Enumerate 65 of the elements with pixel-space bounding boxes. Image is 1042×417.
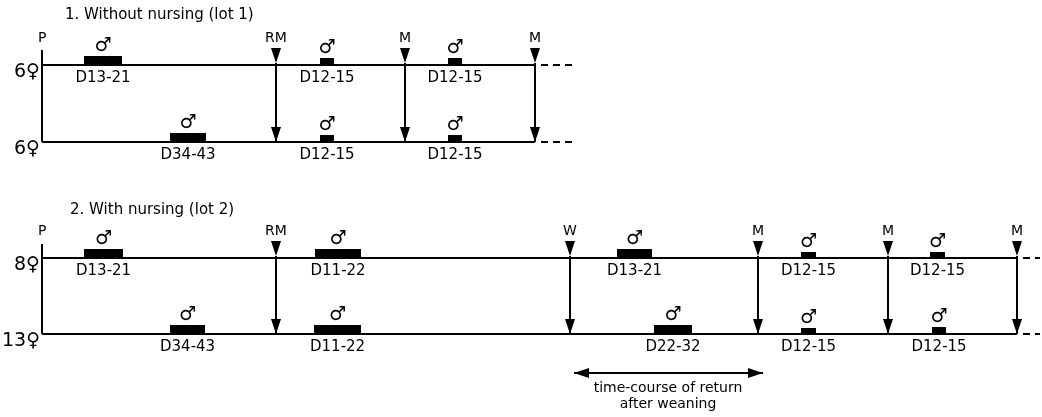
mating-period-bar [448, 58, 462, 65]
marker-label: W [563, 222, 577, 238]
marker-label: P [38, 222, 47, 238]
male-symbol: ♂ [929, 229, 947, 251]
mating-period-bar [170, 325, 205, 334]
male-symbol: ♂ [446, 112, 464, 134]
marker-label: M [752, 222, 765, 238]
annotation-text: time-course of return after weaning [592, 379, 744, 411]
mating-period-bar [932, 327, 946, 334]
day-range-label: D34-43 [160, 145, 216, 163]
day-range-label: D13-21 [607, 261, 663, 279]
male-symbol: ♂ [318, 112, 336, 134]
group-size-label: 13♀ [2, 328, 41, 350]
marker-label: P [38, 29, 47, 45]
day-range-label: D11-22 [310, 261, 366, 279]
mating-period-bar [84, 249, 123, 258]
mating-period-bar [314, 325, 361, 334]
marker-label: M [399, 29, 412, 45]
male-symbol: ♂ [626, 226, 644, 248]
day-range-label: D12-15 [427, 145, 483, 163]
day-range-label: D12-15 [299, 145, 355, 163]
male-symbol: ♂ [179, 302, 197, 324]
day-range-label: D13-21 [76, 261, 132, 279]
male-symbol: ♂ [318, 35, 336, 57]
group-size-label: 8♀ [14, 252, 40, 274]
marker-label: RM [265, 29, 287, 45]
male-symbol: ♂ [800, 229, 818, 251]
mating-period-bar [617, 249, 652, 258]
mating-period-bar [801, 328, 816, 334]
day-range-label: D12-15 [781, 337, 837, 355]
group-size-label: 6♀ [14, 59, 40, 81]
mating-period-bar [84, 56, 122, 65]
day-range-label: D12-15 [427, 68, 483, 86]
mating-period-bar [315, 249, 361, 258]
male-symbol: ♂ [800, 305, 818, 327]
marker-label: M [882, 222, 895, 238]
day-range-label: D13-21 [75, 68, 131, 86]
marker-label: RM [265, 222, 287, 238]
day-range-label: D34-43 [160, 337, 216, 355]
panel-title: 1. Without nursing (lot 1) [65, 5, 254, 23]
male-symbol: ♂ [95, 226, 113, 248]
marker-label: M [529, 29, 542, 45]
male-symbol: ♂ [329, 226, 347, 248]
day-range-label: D22-32 [645, 337, 701, 355]
day-range-label: D12-15 [299, 68, 355, 86]
day-range-label: D11-22 [310, 337, 366, 355]
day-range-label: D12-15 [781, 261, 837, 279]
male-symbol: ♂ [179, 110, 197, 132]
male-symbol: ♂ [930, 304, 948, 326]
marker-label: M [1011, 222, 1024, 238]
day-range-label: D12-15 [910, 261, 966, 279]
mating-period-bar [654, 325, 692, 334]
male-symbol: ♂ [94, 33, 112, 55]
male-symbol: ♂ [446, 35, 464, 57]
mating-period-bar [448, 135, 462, 142]
panel-title: 2. With nursing (lot 2) [70, 200, 235, 218]
day-range-label: D12-15 [911, 337, 967, 355]
male-symbol: ♂ [329, 302, 347, 324]
mating-period-bar [320, 58, 334, 65]
mating-period-bar [320, 135, 334, 142]
mating-period-bar [170, 133, 206, 142]
mating-period-bar [930, 252, 945, 258]
group-size-label: 6♀ [14, 136, 40, 158]
mating-period-bar [801, 252, 816, 258]
male-symbol: ♂ [664, 302, 682, 324]
